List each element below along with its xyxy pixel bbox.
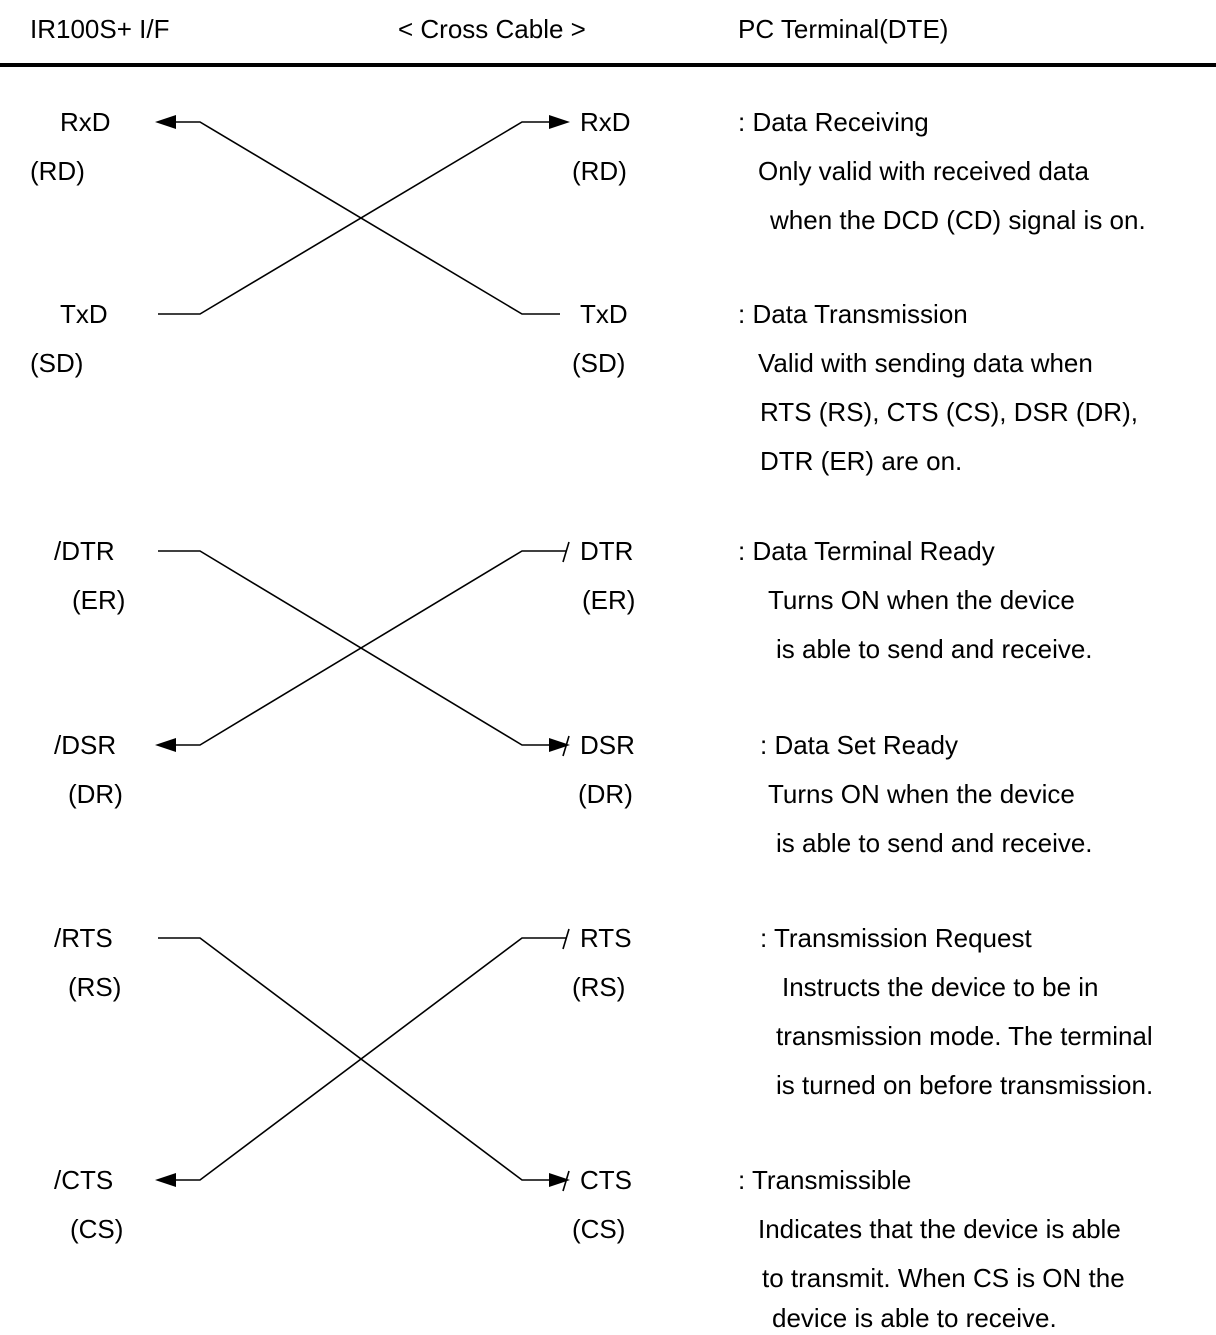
left-alias-dr: (DR)	[68, 779, 123, 809]
arrowhead-left-dsr	[155, 738, 176, 752]
left-signal-rts: /RTS	[54, 923, 113, 953]
desc-rxd-title: : Data Receiving	[738, 107, 929, 137]
left-signal-rxd: RxD	[60, 107, 111, 137]
desc-rxd-line: Only valid with received data	[758, 156, 1089, 186]
left-alias-rs: (RS)	[68, 972, 122, 1002]
desc-dtr-title: : Data Terminal Ready	[738, 536, 995, 566]
left-alias-sd: (SD)	[30, 348, 84, 378]
wire-rts-to-cts-pc	[172, 937, 566, 1181]
right-signal-dtr: DTR	[580, 536, 634, 566]
desc-txd-line: RTS (RS), CTS (CS), DSR (DR),	[760, 397, 1138, 427]
arrowhead-right-rxd	[549, 115, 570, 129]
arrowhead-right-cts	[549, 1173, 570, 1187]
left-signal-cts: /CTS	[54, 1165, 114, 1195]
wire-txd-to-rxd-left	[172, 121, 560, 315]
desc-cts-title: : Transmissible	[738, 1165, 912, 1195]
wire-txd-to-rxd	[158, 121, 560, 315]
desc-cts-line: device is able to receive.	[772, 1303, 1057, 1333]
desc-rxd-line: when the DCD (CD) signal is on.	[770, 205, 1146, 235]
desc-rts-line: transmission mode. The terminal	[776, 1021, 1153, 1051]
left-signal-txd: TxD	[60, 299, 108, 329]
header-device-interface: IR100S+ I/F	[30, 14, 170, 44]
arrowhead-left-rxd	[155, 115, 176, 129]
left-alias-rd: (RD)	[30, 156, 85, 186]
right-alias-rd: (RD)	[572, 156, 627, 186]
tick-right-rts	[562, 928, 570, 950]
desc-txd-title: : Data Transmission	[738, 299, 968, 329]
right-signal-cts: CTS	[580, 1165, 632, 1195]
desc-rts-title: : Transmission Request	[760, 923, 1032, 953]
wire-dtr-to-dsr-pc	[172, 550, 566, 746]
desc-dtr-line: Turns ON when the device	[768, 585, 1075, 615]
desc-rts-line: is turned on before transmission.	[776, 1070, 1154, 1100]
right-signal-rts: RTS	[580, 923, 632, 953]
arrowhead-right-dsr	[549, 738, 570, 752]
desc-txd-line: Valid with sending data when	[758, 348, 1093, 378]
wire-dtr-to-dsr	[158, 550, 552, 746]
right-signal-dsr: DSR	[580, 730, 635, 760]
left-signal-dtr: /DTR	[54, 536, 115, 566]
left-alias-cs: (CS)	[70, 1214, 124, 1244]
right-alias-er: (ER)	[582, 585, 636, 615]
header-pc-terminal: PC Terminal(DTE)	[738, 14, 949, 44]
desc-cts-line: to transmit. When CS is ON the	[762, 1263, 1125, 1293]
right-alias-rs: (RS)	[572, 972, 626, 1002]
header-cable-type: < Cross Cable >	[398, 14, 586, 44]
tick-right-dtr	[562, 541, 570, 563]
desc-dsr-line: is able to send and receive.	[776, 828, 1093, 858]
desc-cts-line: Indicates that the device is able	[758, 1214, 1121, 1244]
desc-dsr-line: Turns ON when the device	[768, 779, 1075, 809]
arrowhead-left-cts	[155, 1173, 176, 1187]
right-signal-rxd: RxD	[580, 107, 631, 137]
right-alias-sd: (SD)	[572, 348, 626, 378]
right-signal-txd: TxD	[580, 299, 628, 329]
right-alias-cs: (CS)	[572, 1214, 626, 1244]
tick-right-cts	[562, 1170, 570, 1192]
left-signal-dsr: /DSR	[54, 730, 117, 760]
desc-rts-line: Instructs the device to be in	[782, 972, 1099, 1002]
header-divider	[0, 63, 1216, 67]
desc-dsr-title: : Data Set Ready	[760, 730, 958, 760]
desc-txd-line: DTR (ER) are on.	[760, 446, 963, 476]
desc-dtr-line: is able to send and receive.	[776, 634, 1093, 664]
tick-right-dsr	[562, 735, 570, 757]
wire-rts-to-cts	[158, 937, 552, 1181]
right-alias-dr: (DR)	[578, 779, 633, 809]
left-alias-er: (ER)	[72, 585, 126, 615]
